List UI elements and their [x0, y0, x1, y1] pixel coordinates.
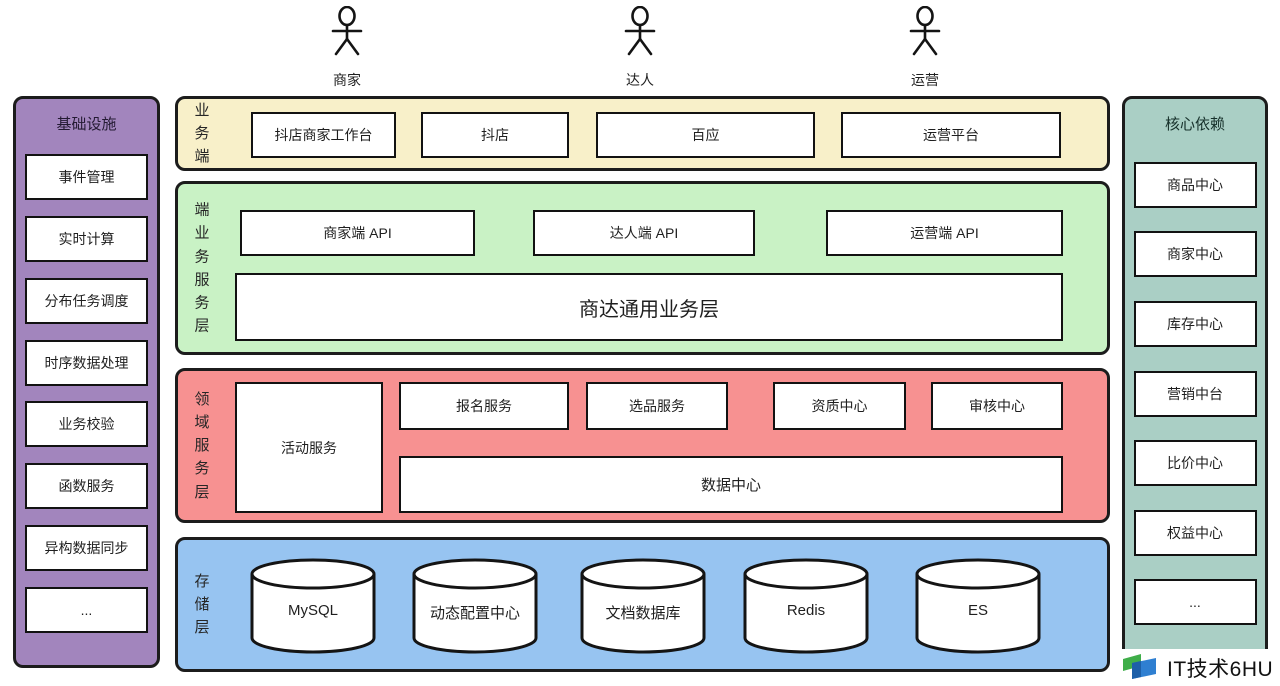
- infrastructure-item: 业务校验: [25, 401, 148, 448]
- storage-label: 存储层: [194, 572, 210, 637]
- business-end-label: 业务端: [194, 101, 210, 166]
- db-cylinder-es: ES: [913, 556, 1043, 656]
- core-dependency-title: 核心依赖: [1164, 116, 1225, 133]
- cylinder-icon: [412, 558, 538, 654]
- cylinder-label: Redis: [786, 602, 826, 619]
- cylinder-label: 文档数据库: [605, 605, 681, 622]
- business-end-box: 抖店: [421, 112, 569, 158]
- db-cylinder-redis: Redis: [741, 556, 871, 656]
- db-cylinder-dynamic-config: 动态配置中心: [410, 556, 540, 656]
- person-icon: [624, 6, 656, 56]
- db-cylinder-document-db: 文档数据库: [578, 556, 708, 656]
- it6hu-logo-icon: [1123, 653, 1156, 679]
- domain-service-label: 领域服务层: [194, 390, 210, 501]
- storage-layer: 存储层 MySQL 动态配置中心 文档数据库 Redis: [175, 537, 1110, 672]
- domain-service-box: 资质中心: [773, 382, 906, 430]
- business-end-layer: 业务端 抖店商家工作台 抖店 百应 运营平台: [175, 96, 1110, 171]
- core-dependency-item: 库存中心: [1133, 300, 1257, 347]
- cylinder-label: MySQL: [287, 602, 338, 619]
- actor-label: 达人: [626, 72, 654, 88]
- infrastructure-panel: 基础设施 事件管理 实时计算 分布任务调度 时序数据处理 业务校验 函数服务 异…: [13, 96, 160, 668]
- infrastructure-item: 异构数据同步: [25, 525, 148, 572]
- db-cylinder-mysql: MySQL: [248, 556, 378, 656]
- actor-label: 运营: [911, 72, 939, 88]
- actor-label: 商家: [333, 72, 361, 88]
- cylinder-label: ES: [967, 602, 988, 619]
- cylinder-icon: [915, 558, 1041, 654]
- actor-operations: 运营: [883, 6, 967, 90]
- infrastructure-item: 事件管理: [25, 153, 148, 200]
- core-dependency-item: 比价中心: [1133, 440, 1257, 487]
- cylinder-icon: [250, 558, 376, 654]
- infrastructure-items: 事件管理 实时计算 分布任务调度 时序数据处理 业务校验 函数服务 异构数据同步…: [25, 138, 148, 649]
- infrastructure-title: 基础设施: [56, 116, 117, 133]
- core-dependency-item: 商品中心: [1133, 161, 1257, 208]
- business-end-box: 运营平台: [841, 112, 1061, 158]
- business-end-box: 抖店商家工作台: [251, 112, 396, 158]
- domain-service-layer: 领域服务层 活动服务 报名服务 选品服务 资质中心 审核中心 数据中心: [175, 368, 1110, 523]
- cylinder-label: 动态配置中心: [429, 605, 520, 622]
- core-dependency-item: 商家中心: [1133, 231, 1257, 278]
- cylinder-icon: [743, 558, 869, 654]
- api-box: 运营端 API: [826, 210, 1063, 256]
- activity-service-box: 活动服务: [235, 382, 383, 513]
- infrastructure-item: 函数服务: [25, 463, 148, 510]
- person-icon: [331, 6, 363, 56]
- watermark-text: IT技术6HU: [1167, 657, 1274, 681]
- end-service-layer: 端业务服务层 商家端 API 达人端 API 运营端 API 商达通用业务层: [175, 181, 1110, 355]
- cylinder-icon: [580, 558, 706, 654]
- infrastructure-item: 分布任务调度: [25, 277, 148, 324]
- infrastructure-item: 时序数据处理: [25, 339, 148, 386]
- actor-merchant: 商家: [305, 6, 389, 90]
- watermark: IT技术6HU: [1122, 649, 1280, 686]
- domain-service-box: 选品服务: [586, 382, 728, 430]
- core-dependency-item: 权益中心: [1133, 509, 1257, 556]
- core-dependency-panel: 核心依赖 商品中心 商家中心 库存中心 营销中台 比价中心 权益中心 ...: [1122, 96, 1268, 668]
- end-service-label: 端业务服务层: [194, 201, 210, 335]
- infrastructure-item: 实时计算: [25, 215, 148, 262]
- domain-service-box: 报名服务: [399, 382, 569, 430]
- api-box: 达人端 API: [533, 210, 755, 256]
- business-end-box: 百应: [596, 112, 815, 158]
- core-dependency-items: 商品中心 商家中心 库存中心 营销中台 比价中心 权益中心 ...: [1133, 138, 1257, 649]
- domain-service-box: 审核中心: [931, 382, 1063, 430]
- person-icon: [909, 6, 941, 56]
- common-business-box: 商达通用业务层: [235, 273, 1063, 341]
- api-box: 商家端 API: [240, 210, 475, 256]
- infrastructure-item: ...: [25, 587, 148, 633]
- core-dependency-item: 营销中台: [1133, 370, 1257, 417]
- core-dependency-item: ...: [1133, 579, 1257, 626]
- data-center-box: 数据中心: [399, 456, 1063, 513]
- actor-influencer: 达人: [598, 6, 682, 90]
